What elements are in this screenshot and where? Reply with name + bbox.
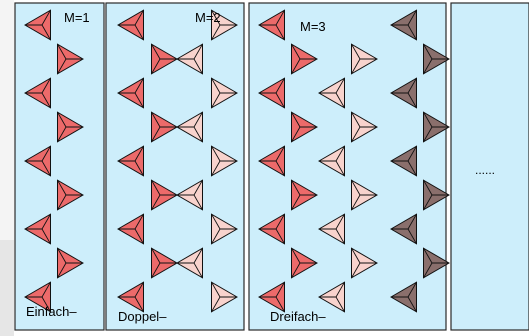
tetrahedra-layer (24, 9, 450, 313)
triple-chain-c-tetrahedron-7 (390, 213, 417, 245)
double-chain-b-tetrahedron-4 (176, 111, 203, 143)
triple-chain-b-tetrahedron-8 (318, 281, 345, 313)
double-chain-b-tetrahedron-5 (211, 145, 238, 177)
triple-chain-a-tetrahedron-6 (291, 179, 318, 211)
triple-chain-c-tetrahedron-1 (390, 9, 417, 41)
single-chain-tetrahedron-3 (24, 77, 51, 109)
double-chain-a-tetrahedron-5 (117, 145, 144, 177)
triple-chain-a-tetrahedron-9 (258, 281, 285, 313)
triple-chain-b-tetrahedron-4 (318, 145, 345, 177)
double-chain-a-tetrahedron-9 (117, 281, 144, 313)
triple-chain-b-tetrahedron-5 (351, 179, 378, 211)
triple-chain-a-tetrahedron-4 (291, 111, 318, 143)
double-chain-a-tetrahedron-8 (151, 247, 178, 279)
ellipsis-more: ...... (475, 163, 495, 177)
triple-chain-a-tetrahedron-7 (258, 213, 285, 245)
double-chain-a-tetrahedron-6 (151, 179, 178, 211)
single-chain-tetrahedron-4 (57, 111, 84, 143)
page-margin (0, 0, 14, 336)
triple-chain-c-tetrahedron-9 (390, 281, 417, 313)
single-chain-tetrahedron-1 (24, 9, 51, 41)
double-chain-b-tetrahedron-9 (211, 281, 238, 313)
double-chain-b-tetrahedron-6 (176, 179, 203, 211)
triple-chain-b-tetrahedron-1 (351, 43, 378, 75)
single-chain-tetrahedron-7 (24, 213, 51, 245)
double-chain-a-tetrahedron-3 (117, 77, 144, 109)
triple-chain-b-tetrahedron-6 (318, 213, 345, 245)
label-m3: M=3 (300, 19, 326, 34)
label-m2: M=2 (195, 10, 221, 25)
double-chain-b-tetrahedron-8 (176, 247, 203, 279)
label-m1: M=1 (64, 10, 90, 25)
triple-chain-a-tetrahedron-8 (291, 247, 318, 279)
triple-chain-b-tetrahedron-2 (318, 77, 345, 109)
triple-chain-c-tetrahedron-4 (423, 111, 450, 143)
triple-chain-a-tetrahedron-2 (291, 43, 318, 75)
triple-chain-c-tetrahedron-8 (423, 247, 450, 279)
single-chain-tetrahedron-6 (57, 179, 84, 211)
triple-chain-c-tetrahedron-3 (390, 77, 417, 109)
panel-more-chains (450, 2, 529, 331)
single-chain-tetrahedron-9 (24, 281, 51, 313)
double-chain-a-tetrahedron-2 (151, 43, 178, 75)
triple-chain-c-tetrahedron-6 (423, 179, 450, 211)
double-chain-a-tetrahedron-4 (151, 111, 178, 143)
triple-chain-b-tetrahedron-3 (351, 111, 378, 143)
double-chain-b-tetrahedron-1 (211, 9, 238, 41)
caption-single: Einfach– (26, 304, 77, 319)
caption-double: Doppel– (118, 309, 167, 324)
single-chain-tetrahedron-5 (24, 145, 51, 177)
triple-chain-a-tetrahedron-5 (258, 145, 285, 177)
double-chain-a-tetrahedron-1 (117, 9, 144, 41)
caption-triple: Dreifach– (270, 309, 326, 324)
double-chain-b-tetrahedron-3 (211, 77, 238, 109)
triple-chain-a-tetrahedron-1 (258, 9, 285, 41)
double-chain-b-tetrahedron-2 (176, 43, 203, 75)
double-chain-b-tetrahedron-7 (211, 213, 238, 245)
double-chain-a-tetrahedron-7 (117, 213, 144, 245)
single-chain-tetrahedron-2 (57, 43, 84, 75)
triple-chain-a-tetrahedron-3 (258, 77, 285, 109)
triple-chain-b-tetrahedron-7 (351, 247, 378, 279)
single-chain-tetrahedron-8 (57, 247, 84, 279)
triple-chain-c-tetrahedron-5 (390, 145, 417, 177)
triple-chain-c-tetrahedron-2 (423, 43, 450, 75)
